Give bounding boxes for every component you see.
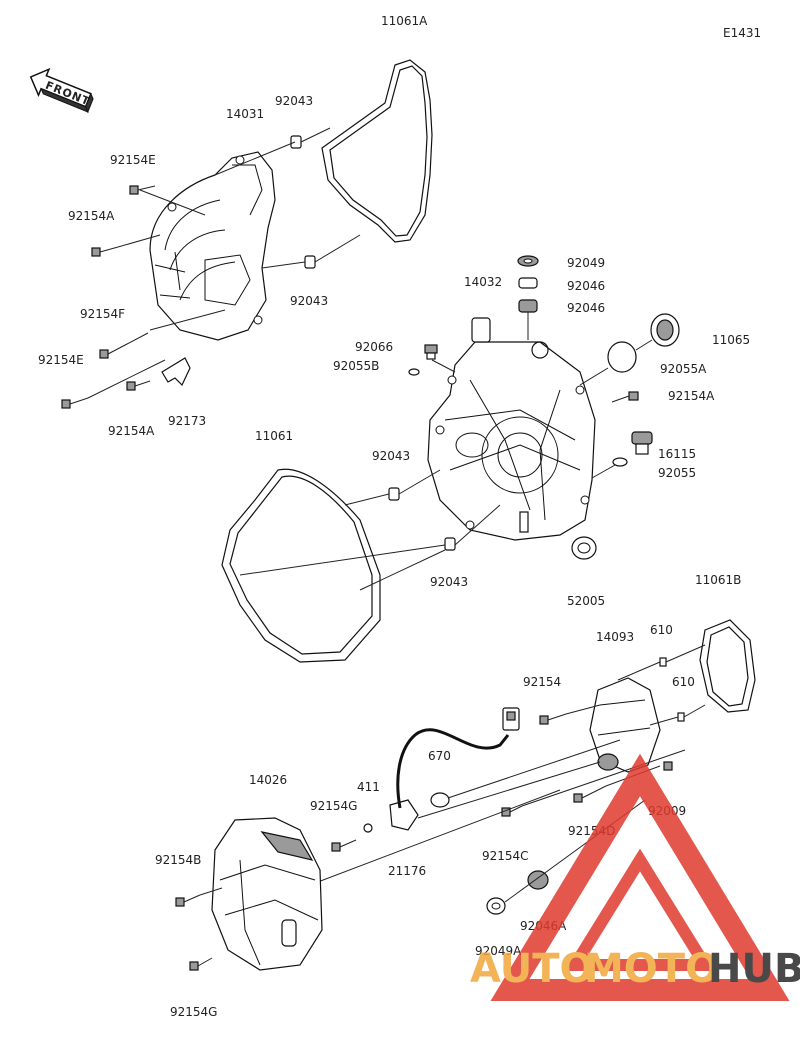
label-14093: 14093 bbox=[596, 630, 634, 644]
watermark-logo: AUTO MOTO HUB bbox=[470, 753, 800, 1001]
washer-92055B bbox=[408, 368, 420, 376]
dowel-92043-b bbox=[304, 255, 316, 269]
o-ring-670 bbox=[430, 792, 450, 808]
dowel-92043-a bbox=[290, 135, 302, 149]
label-11061A: 11061A bbox=[381, 14, 428, 28]
o-ring-92055 bbox=[612, 457, 628, 467]
label-411: 411 bbox=[357, 780, 380, 794]
bolt-92154G-top bbox=[331, 839, 357, 852]
diagram-code: E1431 bbox=[723, 26, 761, 40]
dowel-610-a bbox=[659, 657, 667, 667]
label-92043-d: 92043 bbox=[430, 575, 468, 589]
label-610-b: 610 bbox=[672, 675, 695, 689]
label-92154E-bot: 92154E bbox=[38, 353, 84, 367]
label-21176: 21176 bbox=[388, 864, 426, 878]
label-11065: 11065 bbox=[712, 333, 750, 347]
filler-cap-16115 bbox=[631, 431, 653, 455]
label-92066: 92066 bbox=[355, 340, 393, 354]
bolt-92154G-bot bbox=[189, 957, 213, 971]
bolt-92154B bbox=[175, 894, 201, 907]
dowel-610-b bbox=[677, 712, 685, 722]
label-670: 670 bbox=[428, 749, 451, 763]
label-92154G-bot: 92154G bbox=[170, 1005, 217, 1019]
generator-cover-14031 bbox=[149, 151, 276, 341]
bolt-92154 bbox=[539, 713, 567, 725]
gasket-11061A bbox=[321, 59, 433, 243]
bolt-92154E-top bbox=[129, 185, 156, 195]
bolt-92154A-right bbox=[611, 391, 639, 403]
label-610-a: 610 bbox=[650, 623, 673, 637]
sensor-21176 bbox=[389, 707, 520, 831]
watermark-auto: AUTO bbox=[470, 946, 594, 992]
label-92154A-top: 92154A bbox=[68, 209, 115, 223]
bolt-92154A-top bbox=[91, 246, 119, 257]
pickup-cover-14093 bbox=[589, 677, 661, 773]
label-92055B: 92055B bbox=[333, 359, 379, 373]
label-92154G-top: 92154G bbox=[310, 799, 357, 813]
label-16115: 16115 bbox=[658, 447, 696, 461]
label-92046-a: 92046 bbox=[567, 279, 605, 293]
label-14032: 14032 bbox=[464, 275, 502, 289]
bolt-92154F bbox=[99, 332, 149, 359]
label-92046-b: 92046 bbox=[567, 301, 605, 315]
label-92043-a: 92043 bbox=[275, 94, 313, 108]
washer-411 bbox=[363, 823, 373, 833]
label-92049A: 92049A bbox=[475, 944, 522, 958]
plug-92066 bbox=[424, 344, 438, 360]
label-92154: 92154 bbox=[523, 675, 561, 689]
watermark-hub: HUB bbox=[708, 946, 800, 992]
bearing-92046A bbox=[527, 870, 549, 890]
cap-11065 bbox=[650, 313, 680, 347]
watermark-moto: MOTO bbox=[584, 946, 719, 992]
bolt-92154E-bot bbox=[61, 397, 89, 409]
dowel-92043-c bbox=[388, 487, 400, 501]
label-11061: 11061 bbox=[255, 429, 293, 443]
label-92055: 92055 bbox=[658, 466, 696, 480]
label-92043-c: 92043 bbox=[372, 449, 410, 463]
label-92049: 92049 bbox=[567, 256, 605, 270]
label-11061B: 11061B bbox=[695, 573, 741, 587]
sprocket-cover-14026 bbox=[211, 817, 323, 971]
front-arrow-icon: FRONT bbox=[29, 67, 94, 114]
label-92154C: 92154C bbox=[482, 849, 529, 863]
bearing-92046-a bbox=[518, 277, 538, 289]
bearing-92046-b bbox=[518, 299, 538, 313]
label-52005: 52005 bbox=[567, 594, 605, 608]
clamp-92173 bbox=[161, 357, 191, 387]
gasket-11061 bbox=[221, 468, 381, 663]
label-92154A-bot: 92154A bbox=[108, 424, 155, 438]
gasket-11061B bbox=[699, 619, 756, 713]
label-92154A-right: 92154A bbox=[668, 389, 715, 403]
clutch-cover-14032 bbox=[427, 317, 596, 541]
bolt-92154A-bot bbox=[126, 380, 151, 391]
label-92154E-top: 92154E bbox=[110, 153, 156, 167]
label-92154B: 92154B bbox=[155, 853, 201, 867]
label-92173: 92173 bbox=[168, 414, 206, 428]
dowel-92043-d bbox=[444, 537, 456, 551]
label-14031: 14031 bbox=[226, 107, 264, 121]
o-ring-92055A bbox=[607, 341, 637, 373]
label-92154F: 92154F bbox=[80, 307, 125, 321]
bolt-92154D bbox=[573, 785, 607, 803]
label-14026: 14026 bbox=[249, 773, 287, 787]
label-92055A: 92055A bbox=[660, 362, 707, 376]
label-92043-b: 92043 bbox=[290, 294, 328, 308]
screw-92009 bbox=[663, 761, 673, 771]
